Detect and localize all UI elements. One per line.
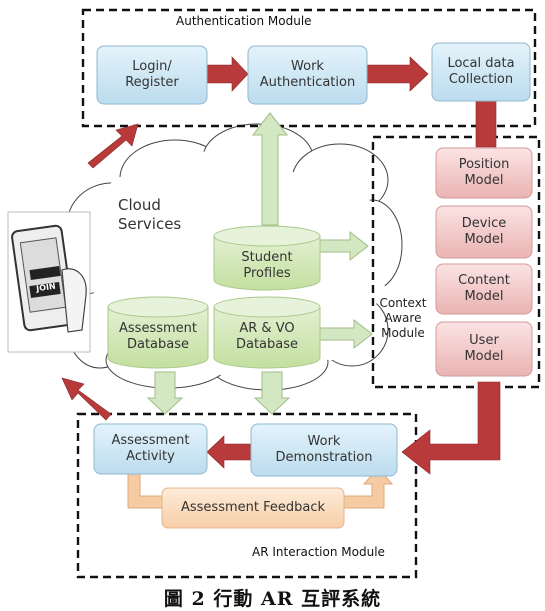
context-aware-module-title: Context Aware Module xyxy=(379,295,427,340)
ar-vo-database-label: AR & VO Database xyxy=(235,320,299,352)
user-model-label: User Model xyxy=(464,332,504,364)
login-register-label: Login/ Register xyxy=(125,58,179,90)
assessment-db xyxy=(107,296,209,369)
arrow-arvo-to-context xyxy=(319,318,373,350)
assessment-activity-label: Assessment Activity xyxy=(111,432,190,464)
ar-interaction-module-title: AR Interaction Module xyxy=(252,545,385,559)
arrow-arvo-to-demo xyxy=(253,371,291,415)
cloud-services-label: Cloud Services xyxy=(118,196,182,233)
arrow-student-to-context xyxy=(319,230,369,262)
assessment-database-label: Assessment Database xyxy=(119,320,197,352)
authentication-module-frame xyxy=(81,8,537,128)
content-model-box xyxy=(435,263,533,315)
assessment-feedback-label: Assessment Feedback xyxy=(180,499,326,515)
local-data-collection-label: Local data Collection xyxy=(447,55,515,87)
arrow-activity-to-phone xyxy=(61,377,112,421)
user-model-box xyxy=(435,321,533,377)
device-model-label: Device Model xyxy=(461,215,507,247)
login-register-box xyxy=(96,45,208,105)
student-profiles-db xyxy=(213,225,321,291)
ar-interaction-module-frame xyxy=(76,412,418,579)
position-model-box xyxy=(435,147,533,199)
phone-illustration xyxy=(7,211,91,353)
work-demonstration-box xyxy=(250,423,398,477)
arrow-phone-to-auth xyxy=(87,123,139,169)
work-demonstration-label: Work Demonstration xyxy=(275,433,373,465)
figure-caption: 圖 2 行動 AR 互評系統 xyxy=(163,588,382,610)
authentication-module-title: Authentication Module xyxy=(176,14,312,28)
ar-vo-db xyxy=(213,296,321,369)
work-authentication-label: Work Authentication xyxy=(259,58,356,90)
arrow-student-to-auth xyxy=(251,112,289,226)
arrow-local-to-models xyxy=(475,100,497,148)
arrow-demo-to-activity xyxy=(206,435,252,469)
work-authentication-box xyxy=(247,45,368,105)
content-model-label: Content Model xyxy=(458,272,510,304)
arrow-login-to-auth xyxy=(206,56,249,92)
student-profiles-label: Student Profiles xyxy=(241,249,293,281)
arrow-auth-to-local xyxy=(366,56,429,92)
position-model-label: Position Model xyxy=(458,156,510,188)
arrow-models-to-demo xyxy=(401,381,501,475)
arrow-assessdb-to-activity xyxy=(146,371,184,415)
assessment-activity-box xyxy=(93,423,208,475)
context-aware-module-frame xyxy=(371,135,541,389)
assessment-feedback-box xyxy=(161,487,345,529)
device-model-box xyxy=(435,205,533,259)
local-data-collection-box xyxy=(431,42,531,102)
